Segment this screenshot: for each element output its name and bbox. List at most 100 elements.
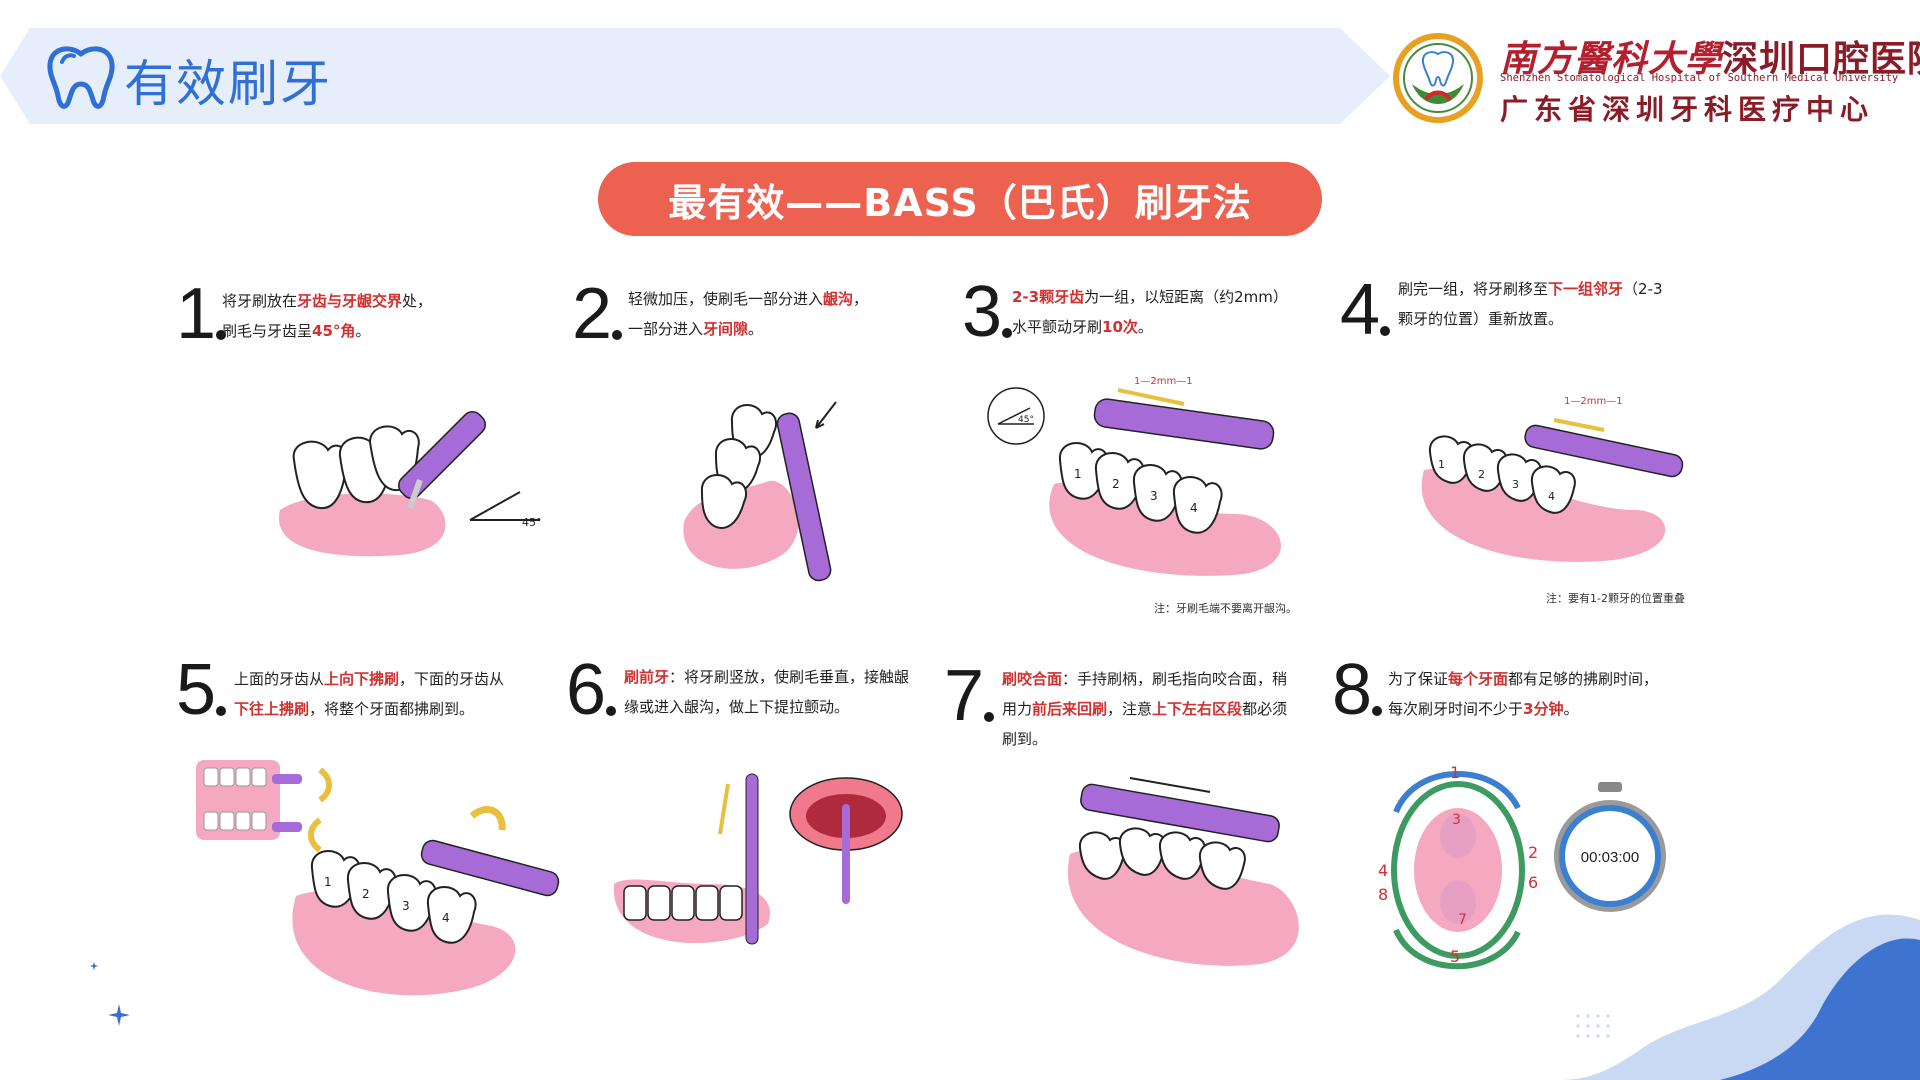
tooth-number: 3 bbox=[402, 899, 410, 913]
tooth-number: 4 bbox=[442, 911, 450, 925]
step-text: 上面的牙齿从上向下拂刷，下面的牙齿从下往上拂刷，将整个牙面都拂刷到。 bbox=[234, 664, 564, 724]
hospital-name: 南方醫科大學深圳口腔医院 bbox=[1500, 30, 1920, 82]
tooth-number: 2 bbox=[1112, 477, 1120, 491]
step-text-segment: 。 bbox=[355, 322, 371, 340]
stopwatch-icon: 00:03:00 bbox=[1554, 782, 1666, 912]
angle-label: 45° bbox=[522, 516, 542, 529]
step-text-segment: 处， bbox=[402, 292, 433, 310]
sequence-number: 1 bbox=[1450, 763, 1460, 782]
tooth-icon bbox=[47, 46, 115, 109]
step-text-segment: ：将牙刷竖放，使刷毛垂直，接触龈 bbox=[669, 668, 910, 686]
tooth-number: 4 bbox=[1190, 501, 1198, 515]
step-text-segment: ：手持刷柄，刷毛指向咬合面，稍 bbox=[1062, 670, 1288, 688]
highlight-text: 每个牙面 bbox=[1448, 670, 1509, 688]
step-text-segment: ，下面的牙齿从 bbox=[399, 670, 505, 688]
step-text-segment: 缘或进入龈沟，做上下提拉颤动。 bbox=[624, 698, 850, 716]
note-step-3: 注：牙刷毛端不要离开龈沟。 bbox=[1154, 602, 1297, 615]
highlight-text: 牙间隙 bbox=[703, 320, 749, 338]
hospital-english-name: Shenzhen Stomatological Hospital of Sout… bbox=[1500, 72, 1899, 84]
step-text-segment: 都有足够的拂刷时间， bbox=[1508, 670, 1659, 688]
illustration-step-8: 1 2 3 4 5 6 7 8 00:03:00 bbox=[1378, 763, 1666, 970]
highlight-text: 45°角 bbox=[312, 322, 356, 340]
tooth-number: 3 bbox=[1512, 478, 1519, 491]
highlight-text: 3分钟 bbox=[1523, 700, 1564, 718]
note-step-4: 注：要有1-2颗牙的位置重叠 bbox=[1546, 592, 1685, 605]
tooth-number: 2 bbox=[1478, 468, 1485, 481]
step-number: 7 bbox=[944, 656, 995, 736]
illustration-step-7 bbox=[1067, 777, 1299, 966]
step-text-segment: 都必须 bbox=[1242, 700, 1288, 718]
angle-detail-icon bbox=[987, 387, 1045, 445]
step-6: 6 刷前牙：将牙刷竖放，使刷毛垂直，接触龈缘或进入龈沟，做上下提拉颤动。 bbox=[566, 654, 946, 734]
highlight-text: 2-3颗牙齿 bbox=[1012, 288, 1085, 306]
angle-detail-label: 45° bbox=[1018, 415, 1034, 425]
illustration-step-3: 45° 1—2mm—1 1 2 3 4 bbox=[987, 376, 1282, 576]
step-text-segment: ，将整个牙面都拂刷到。 bbox=[309, 700, 475, 718]
step-text-segment: 为了保证 bbox=[1388, 670, 1449, 688]
sequence-number: 7 bbox=[1458, 912, 1467, 928]
step-8: 8 为了保证每个牙面都有足够的拂刷时间，每次刷牙时间不少于3分钟。 bbox=[1332, 654, 1712, 734]
illustration-step-2 bbox=[683, 401, 837, 582]
main-title: 最有效——BASS（巴氏）刷牙法 bbox=[598, 162, 1322, 236]
tooth-number: 1 bbox=[1074, 467, 1082, 481]
step-text-segment: 为一组，以短距离（约2mm） bbox=[1084, 288, 1288, 306]
step-text-segment: 。 bbox=[1137, 318, 1153, 336]
highlight-text: 10次 bbox=[1102, 318, 1138, 336]
highlight-text: 上向下拂刷 bbox=[324, 670, 400, 688]
step-text-segment: 水平颤动牙刷 bbox=[1012, 318, 1103, 336]
highlight-text: 下往上拂刷 bbox=[234, 700, 310, 718]
sequence-number: 8 bbox=[1378, 885, 1388, 904]
sequence-number: 5 bbox=[1450, 947, 1460, 966]
highlight-text: 下一组邻牙 bbox=[1548, 280, 1624, 298]
tooth-number: 3 bbox=[1150, 489, 1158, 503]
tooth-number: 1 bbox=[1438, 458, 1445, 471]
sequence-number: 4 bbox=[1378, 861, 1388, 880]
illustration-step-1: 45° bbox=[278, 411, 542, 557]
highlight-text: 前后来回刷 bbox=[1032, 700, 1108, 718]
step-text-segment: 。 bbox=[748, 320, 764, 338]
step-text: 为了保证每个牙面都有足够的拂刷时间，每次刷牙时间不少于3分钟。 bbox=[1388, 664, 1708, 724]
page-title: 有效刷牙 bbox=[124, 55, 332, 113]
highlight-text: 牙齿与牙龈交界 bbox=[297, 292, 403, 310]
sparkle-icon bbox=[108, 1004, 130, 1026]
distance-label: 1—2mm—1 bbox=[1134, 376, 1193, 387]
sequence-number: 3 bbox=[1452, 812, 1461, 828]
distance-label: 1—2mm—1 bbox=[1564, 396, 1623, 407]
hospital-name-suffix: 深圳口腔医院 bbox=[1722, 38, 1920, 80]
header-banner bbox=[0, 28, 1390, 124]
step-text-segment: 。 bbox=[1563, 700, 1579, 718]
step-text-segment: 将牙刷放在 bbox=[222, 292, 298, 310]
step-text-segment: 颗牙的位置）重新放置。 bbox=[1398, 310, 1564, 328]
step-1: 1 将牙刷放在牙齿与牙龈交界处，刷毛与牙齿呈45°角。 bbox=[176, 278, 516, 358]
step-3: 3 2-3颗牙齿为一组，以短距离（约2mm）水平颤动牙刷10次。 bbox=[962, 276, 1302, 356]
step-5: 5 上面的牙齿从上向下拂刷，下面的牙齿从下往上拂刷，将整个牙面都拂刷到。 bbox=[176, 654, 556, 734]
sparkle-small-icon bbox=[90, 962, 98, 970]
illustration-step-4: 1—2mm—1 1 2 3 4 bbox=[1421, 396, 1684, 562]
step-text: 2-3颗牙齿为一组，以短距离（约2mm） 水平颤动牙刷10次。 bbox=[1012, 282, 1312, 342]
highlight-text: 龈沟 bbox=[823, 290, 854, 308]
step-text: 刷前牙：将牙刷竖放，使刷毛垂直，接触龈缘或进入龈沟，做上下提拉颤动。 bbox=[624, 662, 944, 722]
timer-readout: 00:03:00 bbox=[1581, 849, 1639, 866]
highlight-text: 刷前牙 bbox=[624, 668, 670, 686]
step-text: 刷咬合面：手持刷柄，刷毛指向咬合面，稍用力前后来回刷，注意上下左右区段都必须刷到… bbox=[1002, 664, 1332, 754]
hospital-name-calligraphy: 南方醫科大學 bbox=[1500, 38, 1723, 80]
tooth-number: 1 bbox=[324, 875, 332, 889]
step-number: 4 bbox=[1340, 270, 1391, 350]
step-text-segment: 刷毛与牙齿呈 bbox=[222, 322, 313, 340]
step-text: 将牙刷放在牙齿与牙龈交界处， 刷毛与牙齿呈45°角。 bbox=[222, 286, 522, 346]
highlight-text: 刷咬合面 bbox=[1002, 670, 1063, 688]
step-text-segment: 用力 bbox=[1002, 700, 1033, 718]
step-text-segment: 刷完一组，将牙刷移至 bbox=[1398, 280, 1549, 298]
hospital-emblem-icon bbox=[1393, 33, 1483, 123]
step-text-segment: ，注意 bbox=[1107, 700, 1153, 718]
sequence-number: 6 bbox=[1528, 873, 1538, 892]
highlight-text: 上下左右区段 bbox=[1152, 700, 1243, 718]
tooth-number: 4 bbox=[1548, 490, 1555, 503]
illustration-step-5: 1 2 3 4 bbox=[196, 760, 560, 996]
step-number: 5 bbox=[176, 650, 227, 730]
step-text-segment: 上面的牙齿从 bbox=[234, 670, 325, 688]
illustration-step-6 bbox=[613, 773, 903, 945]
step-2: 2 轻微加压，使刷毛一部分进入龈沟，一部分进入牙间隙。 bbox=[572, 278, 912, 358]
